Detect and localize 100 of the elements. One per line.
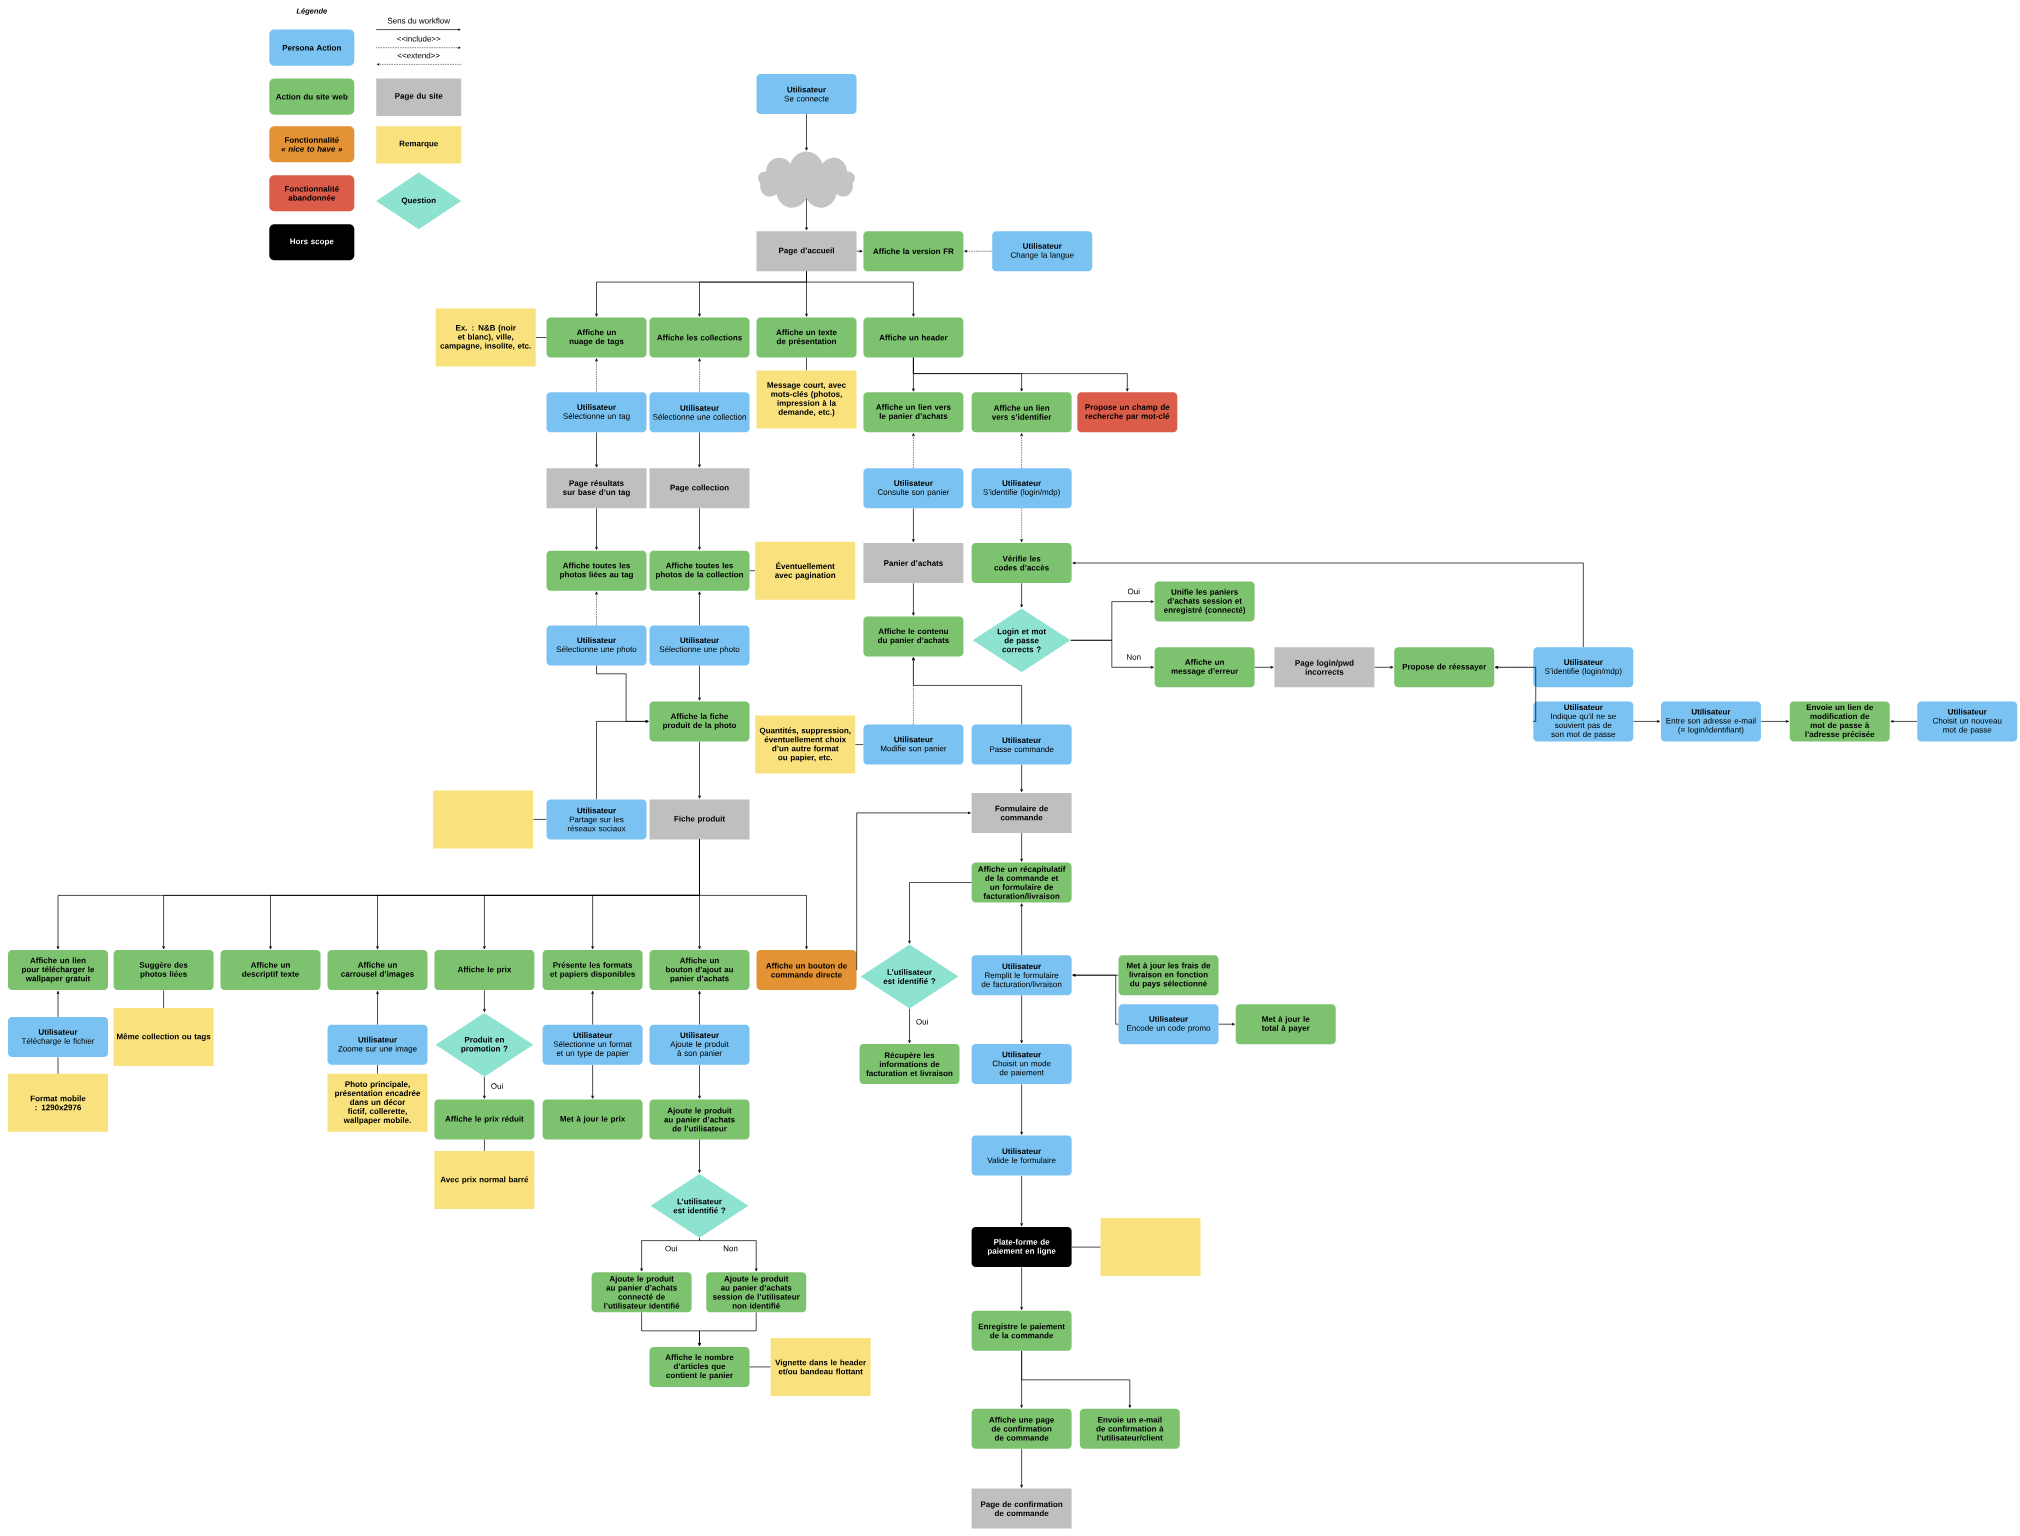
arrow	[591, 990, 594, 1025]
legend-label: <<include>>	[397, 35, 441, 42]
note-card: Format mobile : 1290x2976	[8, 1073, 108, 1132]
process-box: Affiche toutes les photos liées au tag	[546, 550, 647, 591]
process-box: Propose un champ de recherche par mot-clé	[1077, 392, 1178, 433]
process-box: Vérifie les codes d’accès	[971, 543, 1072, 583]
note-card: Avec prix normal barré	[434, 1151, 535, 1210]
note-card: Quantités, suppression, éventuellement choix d’un autre format ou papier, etc.	[755, 715, 856, 774]
arrow	[1020, 508, 1023, 543]
arrow	[1020, 1448, 1023, 1488]
arrow	[595, 432, 598, 468]
process-box: Utilisateur Encode un code promo	[1118, 1004, 1219, 1045]
connector-line	[806, 357, 807, 371]
process-box: Affiche la version FR	[863, 231, 964, 272]
arrow	[698, 508, 701, 550]
process-box: Suggère des photos liées	[113, 950, 214, 991]
note-card: Ex. : N&B (noir et blanc), ville, campagne, insolite, etc.	[435, 308, 536, 367]
process-box: Utilisateur Sélectionne une photo	[546, 625, 647, 666]
connector-line	[484, 1139, 485, 1152]
connector-line	[377, 1064, 378, 1074]
process-box: Utilisateur Sélectionne une photo	[649, 625, 750, 666]
process-box: Utilisateur Télécharge le fichier	[8, 1017, 108, 1058]
legend-label: Fonctionnalité « nice to have »	[281, 136, 343, 152]
arrow	[1374, 666, 1394, 669]
arrow	[908, 882, 972, 944]
legend-label: <<extend>>	[397, 52, 440, 59]
arrow	[1072, 973, 1119, 1025]
arrow	[912, 582, 915, 616]
arrow	[1020, 1266, 1023, 1310]
arrow	[698, 990, 701, 1025]
connector-line	[855, 744, 864, 745]
edge-label: Non	[722, 1244, 739, 1253]
edge-label: Oui	[664, 1244, 679, 1253]
arrow	[698, 432, 701, 468]
process-box: Plate-forme de paiement en ligne	[971, 1227, 1072, 1268]
arrow	[1021, 1350, 1132, 1408]
process-box: Utilisateur Sélectionne un tag	[546, 392, 647, 433]
arrow	[1760, 720, 1789, 723]
arrow	[698, 1064, 701, 1099]
legend-label: Page du site	[395, 92, 443, 101]
edge-label: Non	[1125, 653, 1143, 661]
process-box: Ajoute le produit au panier d’achats session de l’utilisateur non identifié	[706, 1272, 807, 1313]
arrow	[483, 1076, 486, 1099]
process-box: Ajoute le produit au panier d’achats connecté de l’utilisateur identifié	[591, 1272, 692, 1313]
arrow	[856, 811, 971, 971]
page-box: Page login/pwd incorrects	[1274, 647, 1375, 688]
process-box: Affiche la fiche produit de la photo	[649, 701, 750, 742]
process-box: Utilisateur Choisit un mode de paiement	[971, 1044, 1072, 1085]
process-box: Affiche un nuage de tags	[546, 317, 647, 358]
process-box: Affiche le prix	[434, 950, 535, 991]
process-box: Utilisateur Sélectionne un format et un type de papier	[542, 1024, 643, 1065]
connector-line	[1071, 1246, 1101, 1248]
arrow	[595, 358, 598, 393]
process-box: Utilisateur Zoome sur une image	[327, 1024, 428, 1065]
arrow	[698, 1312, 757, 1347]
process-box: Affiche un bouton de commande directe	[756, 950, 857, 991]
process-box: Utilisateur Valide le formulaire	[971, 1135, 1072, 1176]
arrow	[699, 839, 808, 950]
process-box: Affiche un descriptif texte	[220, 950, 321, 991]
process-box: Affiche un texte de présentation	[756, 317, 857, 358]
process-box: Affiche un lien vers s’identifier	[971, 392, 1072, 433]
process-box: Affiche un message d’erreur	[1154, 647, 1255, 688]
process-box: Utilisateur Se connecte	[756, 74, 857, 114]
process-box: Utilisateur S’identifie (login/mdp)	[1533, 647, 1634, 688]
legend-label: Hors scope	[290, 238, 334, 246]
connector-line	[163, 989, 164, 1009]
process-box: Met à jour le prix	[542, 1099, 643, 1140]
process-box: Affiche les collections	[649, 317, 750, 358]
arrow	[1495, 666, 1537, 722]
cloud-shape	[758, 151, 855, 208]
process-box: Affiche un lien pour télécharger le wallpaper gratuit	[8, 950, 108, 991]
arrow	[1020, 1175, 1023, 1227]
page-box: Page d’accueil	[756, 231, 857, 272]
arrow	[698, 358, 701, 393]
connector-line	[532, 819, 547, 820]
edge-label: Oui	[1126, 587, 1141, 596]
process-box: Utilisateur Sélectionne une collection	[649, 392, 750, 433]
connector-line	[749, 570, 756, 572]
arrow	[1020, 995, 1023, 1044]
connector-line	[535, 337, 547, 338]
arrow	[805, 113, 808, 151]
arrow	[1020, 1083, 1023, 1135]
arrow	[698, 741, 701, 799]
arrow	[698, 591, 701, 626]
process-box: Affiche une page de confirmation de commande	[971, 1408, 1072, 1449]
arrow	[1020, 764, 1023, 793]
connector-line	[749, 1366, 771, 1368]
arrow	[1020, 582, 1023, 608]
legend-label: Question	[401, 197, 436, 205]
arrow	[908, 1008, 911, 1044]
arrow	[56, 990, 60, 1018]
process-box: Affiche le nombre d’articles que contient le panier	[649, 1346, 750, 1387]
arrow	[595, 508, 598, 550]
arrow	[912, 433, 915, 469]
note-card	[433, 790, 534, 849]
arrow	[964, 249, 993, 253]
note-card	[1100, 1218, 1201, 1277]
legend-label: Sens du workflow	[387, 17, 451, 24]
legend-label: Remarque	[399, 140, 438, 148]
arrow	[1633, 720, 1661, 723]
